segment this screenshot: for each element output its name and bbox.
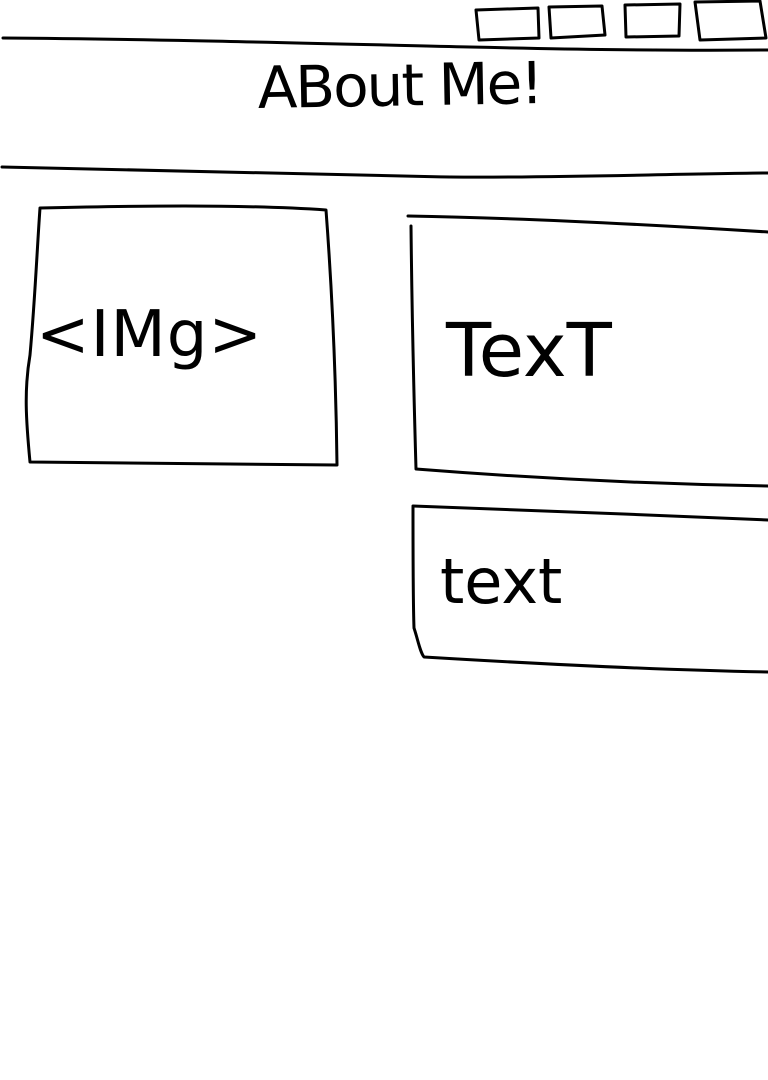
header-bottom-line (0, 165, 768, 179)
text-block-1 (406, 214, 768, 234)
nav-button-4[interactable] (693, 0, 768, 42)
nav-button-3[interactable] (623, 2, 682, 39)
page-title: ABout Me! (257, 49, 542, 122)
nav-button-1[interactable] (474, 6, 541, 42)
nav-button-2[interactable] (547, 4, 607, 40)
text-block-2-label: text (440, 545, 562, 618)
image-placeholder-box (24, 204, 339, 467)
image-placeholder-label: <IMg> (36, 298, 263, 372)
text-block-1-label: TexT (445, 308, 613, 394)
text-block-2 (411, 504, 768, 522)
nav-bar (474, 0, 768, 42)
text-block-1-frame (409, 224, 768, 488)
header-top-line (1, 36, 768, 52)
text-block-2-frame (411, 505, 768, 674)
